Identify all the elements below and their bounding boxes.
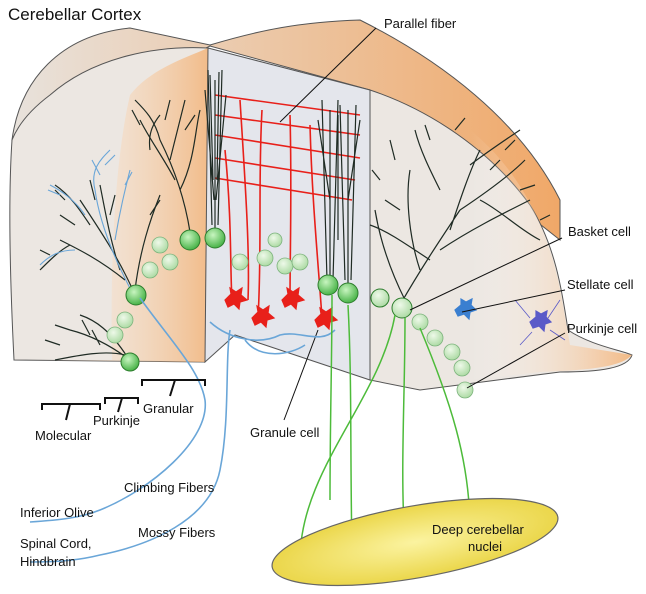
hindbrain-label: Hindbrain <box>20 554 76 569</box>
purkinje-layer-label: Purkinje <box>93 413 140 428</box>
block-top-surface <box>11 19 561 242</box>
granule-cell-label: Granule cell <box>250 425 319 440</box>
granule-cell-pointer <box>283 329 319 421</box>
spinal-cord-label: Spinal Cord, <box>20 536 92 551</box>
molecular-bracket <box>41 403 101 410</box>
climbing-fiber-branches <box>39 149 133 293</box>
granular-somas <box>106 232 474 399</box>
purkinje-soma <box>337 282 359 304</box>
climbing-fibers <box>29 297 336 563</box>
purkinje-soma <box>317 274 339 296</box>
purkinje-soma <box>204 227 226 249</box>
deep-nuclei-label-line1: Deep cerebellar <box>432 522 524 537</box>
stellate-cell-label: Stellate cell <box>567 277 634 292</box>
purkinje-cell-label: Purkinje cell <box>567 321 637 336</box>
basket-cell-label: Basket cell <box>568 224 631 239</box>
purkinje-soma <box>120 352 140 372</box>
granular-bracket <box>141 379 206 386</box>
granular-label: Granular <box>143 401 194 416</box>
layer-brackets <box>41 379 206 421</box>
stellate-cell-glyph <box>514 299 566 346</box>
climbing-fibers-label: Climbing Fibers <box>124 480 215 495</box>
purkinje-soma <box>179 229 201 251</box>
granule-cells <box>224 286 339 331</box>
purkinje-somas <box>120 227 413 372</box>
parallel-fiber-pointer <box>279 27 377 123</box>
parallel-fiber-label: Parallel fiber <box>384 16 457 31</box>
molecular-label: Molecular <box>35 428 92 443</box>
purkinje-dendrites <box>39 69 551 361</box>
basket-cell-glyph <box>454 297 478 321</box>
cortex-block <box>9 19 633 391</box>
deep-nuclei-label-line2: nuclei <box>468 539 502 554</box>
inferior-olive-label: Inferior Olive <box>20 505 94 520</box>
diagram-title: Cerebellar Cortex <box>8 5 142 24</box>
deep-cerebellar-nuclei <box>271 497 559 587</box>
purkinje-soma <box>391 297 413 319</box>
basket-cell-pointer <box>409 237 563 311</box>
purkinje-cell-pointer <box>466 332 566 389</box>
mossy-fibers-label: Mossy Fibers <box>138 525 216 540</box>
stellate-cell-pointer <box>461 289 566 313</box>
